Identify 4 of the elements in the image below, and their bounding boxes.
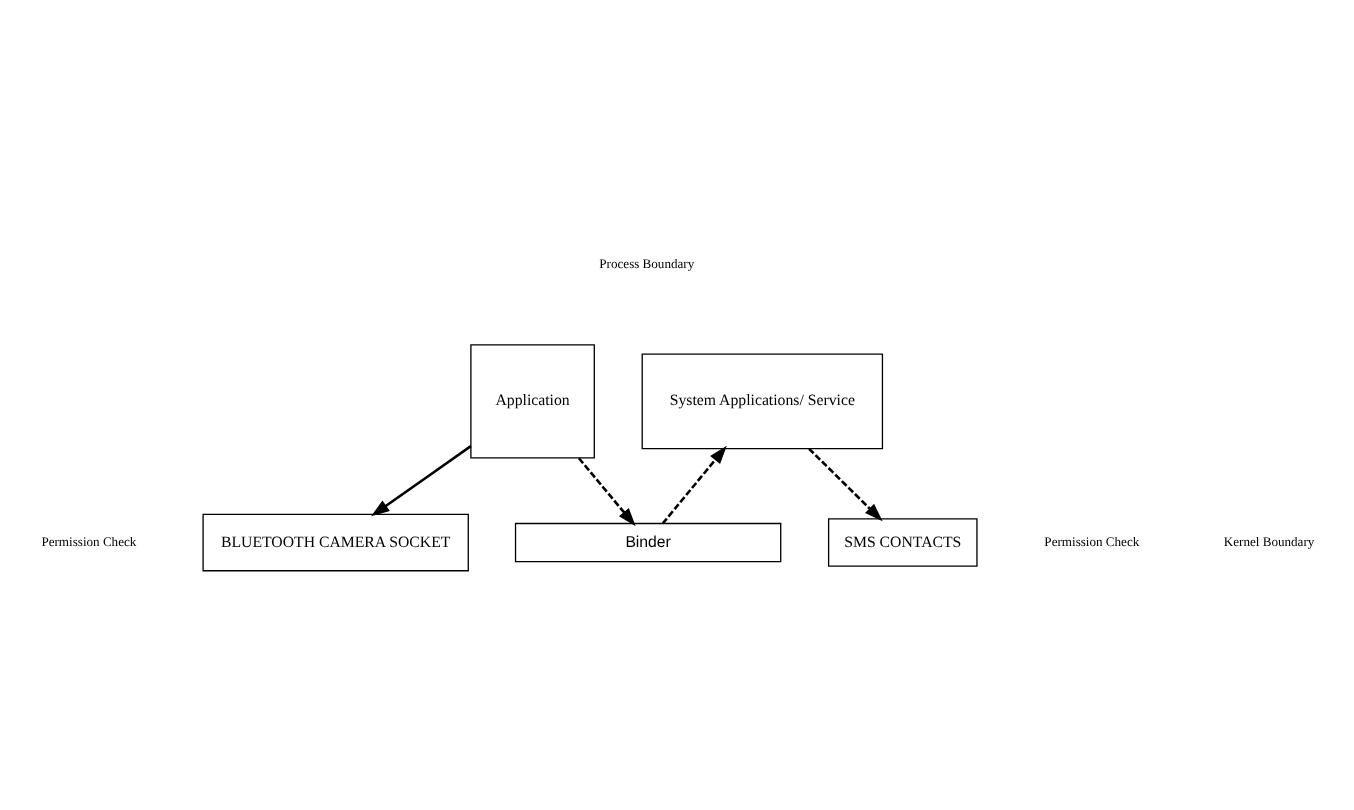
arrow (808, 446, 883, 521)
arrow (577, 456, 636, 526)
arrow (371, 444, 472, 516)
arrow (661, 444, 727, 524)
